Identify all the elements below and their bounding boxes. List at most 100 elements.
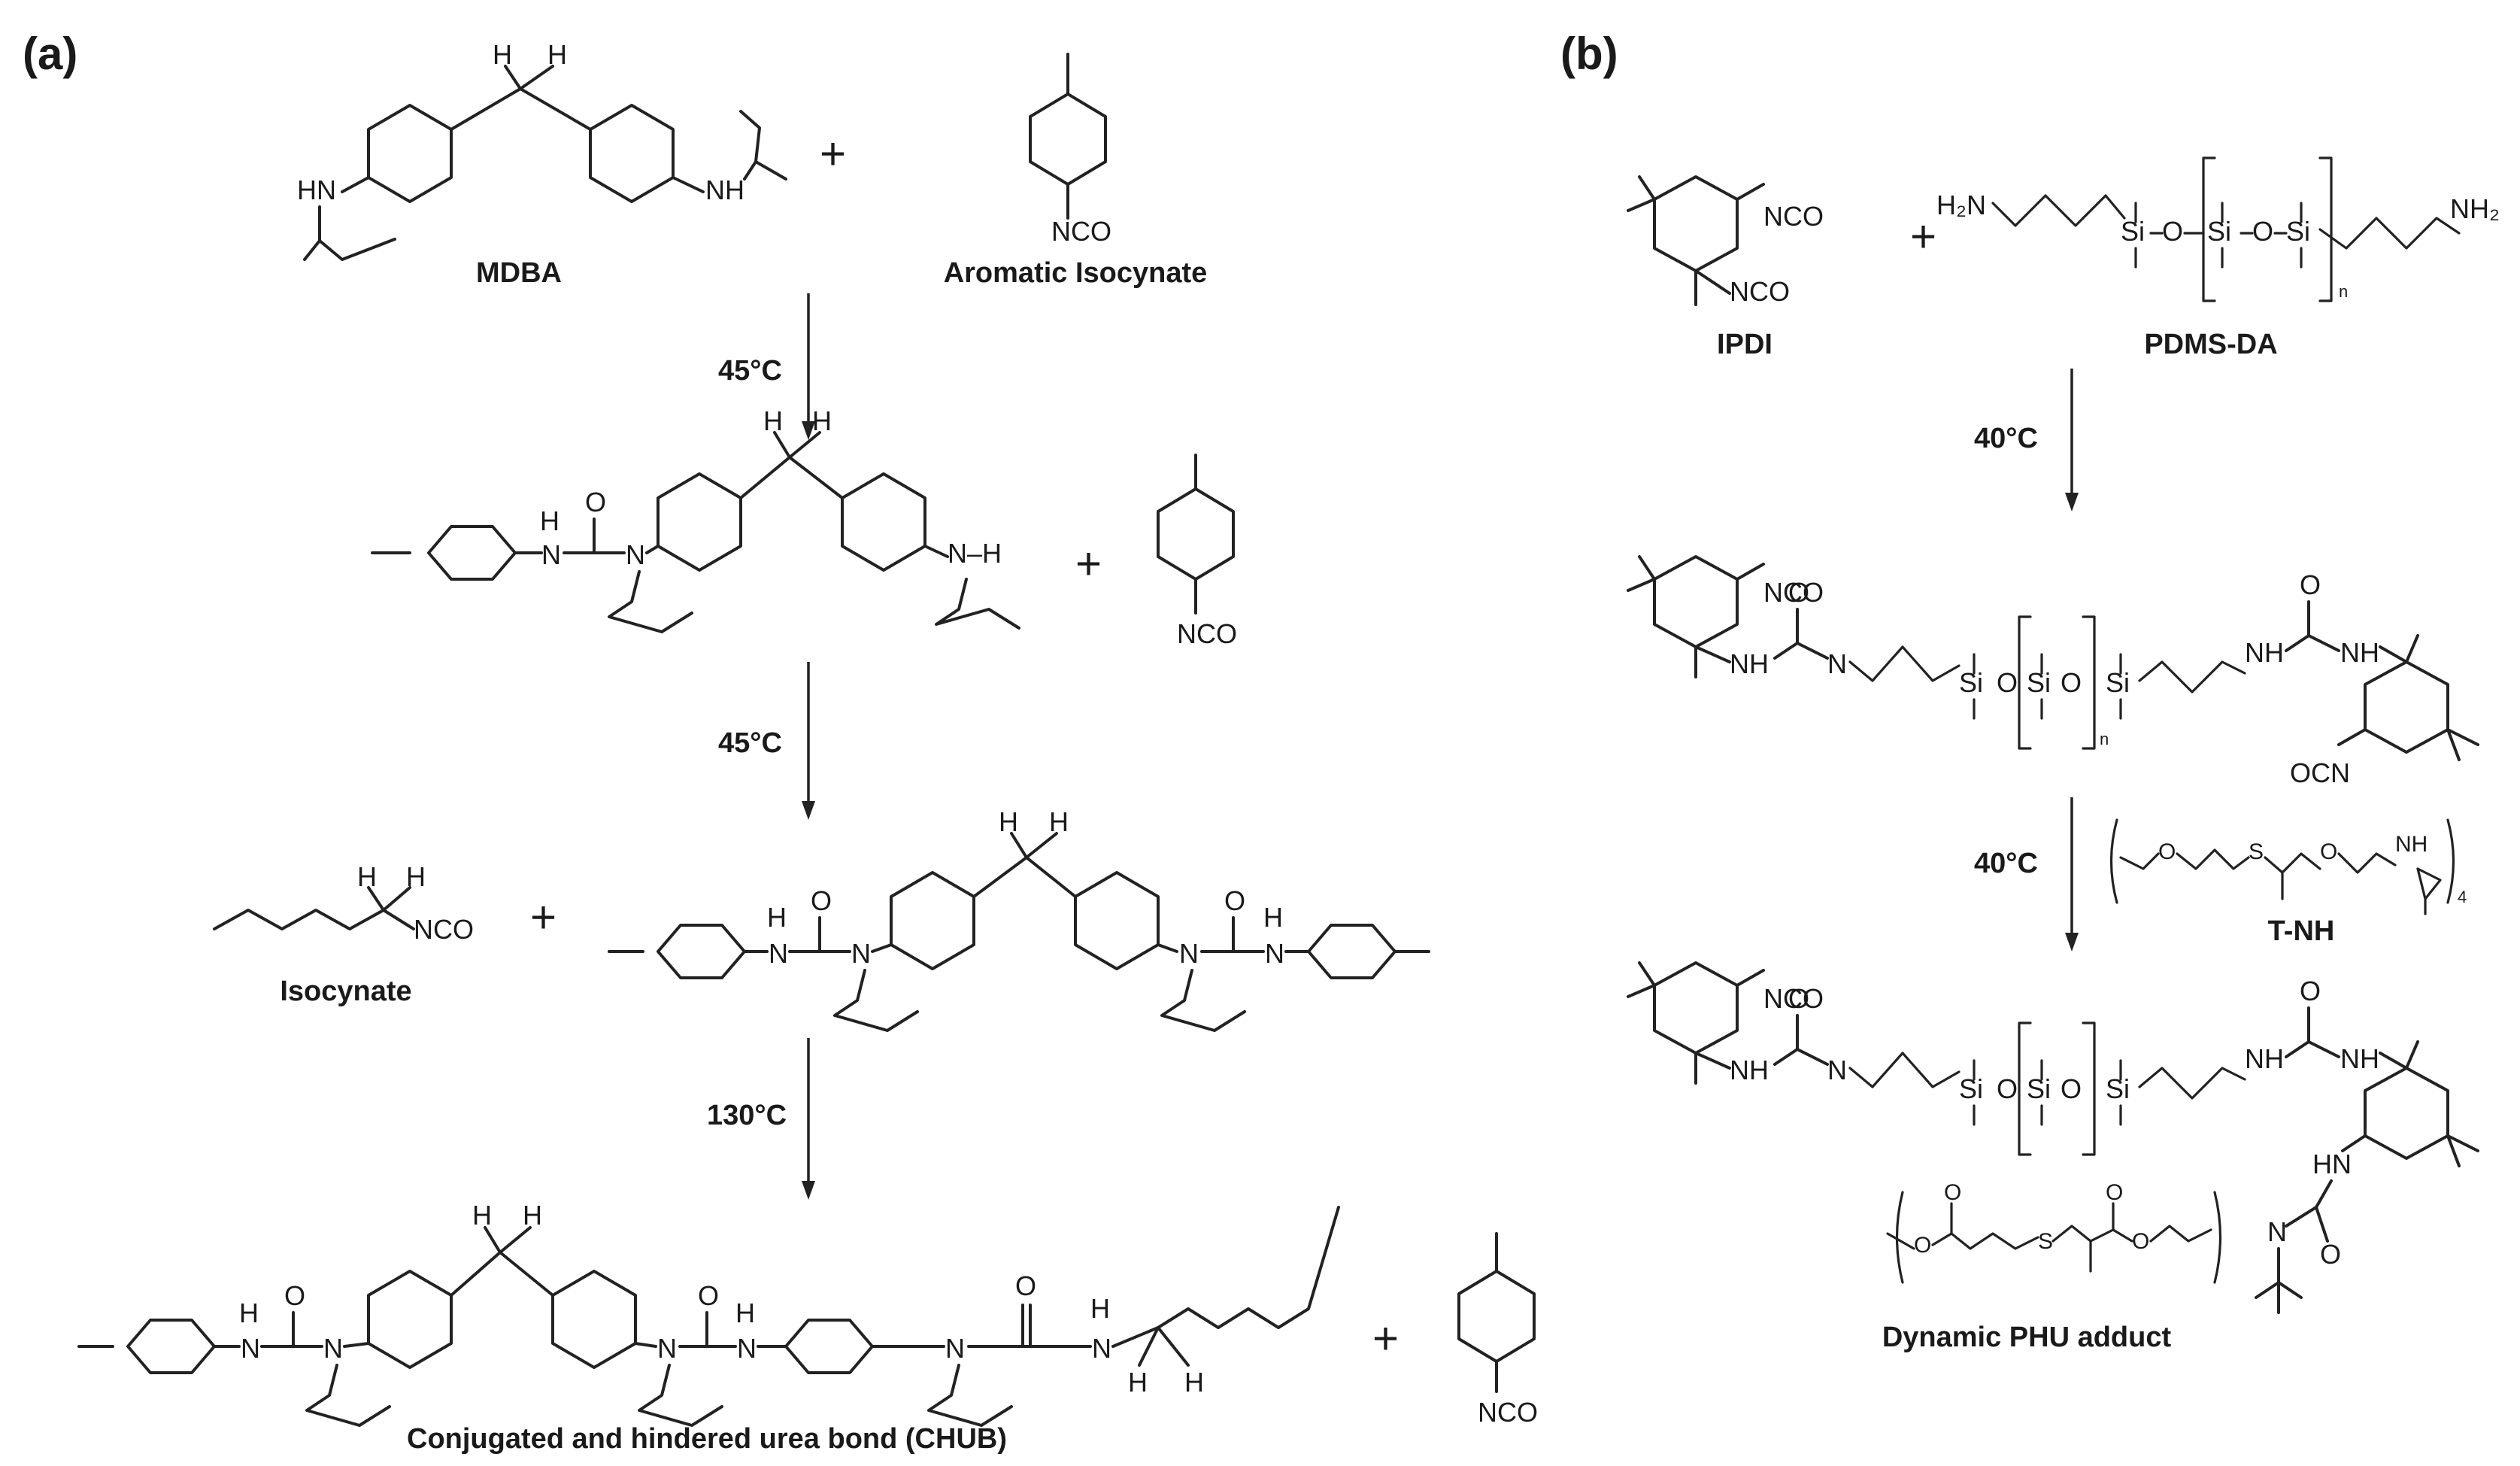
atom-n: N xyxy=(945,1333,965,1364)
atom-h: H xyxy=(540,505,559,536)
atom-n: N xyxy=(737,1333,757,1364)
panel-b: NCO NCO IPDI + H₂N Si O Si O Si xyxy=(1627,156,2500,1353)
label-ipdi: IPDI xyxy=(1717,329,1772,360)
atom-o: O xyxy=(1944,1180,1961,1205)
atom-h: H xyxy=(1184,1367,1204,1398)
atom-n: N xyxy=(1179,938,1199,969)
atom-o: O xyxy=(1788,577,1809,608)
atom-h: H xyxy=(999,806,1018,837)
atom-nh: NH xyxy=(2340,637,2379,668)
label-mdba: MDBA xyxy=(476,257,562,289)
atom-nco: NCO xyxy=(1478,1397,1538,1428)
atom-h: H xyxy=(472,1200,492,1231)
condition-b-step-2: 40°C xyxy=(1974,848,2038,879)
atom-nco: NCO xyxy=(1763,983,1824,1014)
atom-h: H xyxy=(547,39,567,70)
atom-hn: HN xyxy=(2312,1149,2352,1179)
atom-si: Si xyxy=(2027,1073,2051,1104)
atom-h: H xyxy=(523,1200,542,1231)
subscript-n: n xyxy=(2100,730,2109,748)
atom-si: Si xyxy=(2027,667,2051,698)
atom-n: N xyxy=(541,539,561,570)
atom-s: S xyxy=(2249,839,2264,864)
atom-nh: NH xyxy=(1730,648,1769,679)
arrow-head xyxy=(802,421,815,440)
ipdi-structure: NCO NCO xyxy=(1627,175,1824,307)
atom-nh2: NH₂ xyxy=(2450,193,2500,224)
panel-label-a: (a) xyxy=(23,29,77,79)
plus-sign: + xyxy=(1075,539,1102,589)
plus-sign: + xyxy=(530,892,556,942)
atom-n: N xyxy=(626,539,645,570)
atom-h: H xyxy=(493,39,512,70)
plus-sign: + xyxy=(1372,1313,1399,1364)
atom-o: O xyxy=(2252,216,2273,247)
atom-nco: NCO xyxy=(1051,216,1111,247)
atom-si: Si xyxy=(2207,216,2231,247)
label-isocyanate: Isocynate xyxy=(280,976,411,1007)
aromatic-isocyanate-structure: NCO xyxy=(1029,53,1111,247)
condition-step-3: 130°C xyxy=(707,1100,787,1131)
aromatic-isocyanate-structure: NCO xyxy=(1457,1232,1538,1428)
atom-o: O xyxy=(2158,839,2176,864)
atom-h: H xyxy=(1090,1293,1110,1324)
atom-nh: NH xyxy=(2395,832,2428,857)
atom-h: H xyxy=(735,1298,755,1328)
atom-o: O xyxy=(698,1280,719,1311)
atom-nco: NCO xyxy=(1763,577,1824,608)
atom-o: O xyxy=(1914,1233,1931,1258)
atom-si: Si xyxy=(1959,667,1983,698)
atom-h: H xyxy=(239,1298,259,1328)
atom-o: O xyxy=(811,885,832,916)
atom-si: Si xyxy=(2106,1073,2130,1104)
atom-n: N xyxy=(851,938,871,969)
atom-nh: NH xyxy=(2340,1043,2379,1074)
atom-si: Si xyxy=(2121,216,2145,247)
condition-b-step-1: 40°C xyxy=(1974,423,2038,454)
atom-h: H xyxy=(763,405,783,436)
atom-h: H xyxy=(1049,806,1069,837)
atom-n: N xyxy=(1092,1333,1111,1364)
atom-nh: NH xyxy=(2245,1043,2284,1074)
atom-nh: NH xyxy=(2245,637,2284,668)
atom-nh: NH xyxy=(705,175,744,205)
atom-o: O xyxy=(2300,569,2321,600)
atom-h: H xyxy=(357,861,377,892)
label-chub-product: Conjugated and hindered urea bond (CHUB) xyxy=(407,1423,1007,1455)
atom-h: H xyxy=(1128,1367,1148,1398)
atom-h: H xyxy=(812,405,832,436)
atom-o: O xyxy=(2300,976,2321,1006)
atom-h2n: H₂N xyxy=(1936,190,1986,220)
atom-o: O xyxy=(2320,839,2337,864)
atom-nco: NCO xyxy=(1763,201,1824,232)
atom-si: Si xyxy=(2106,667,2130,698)
pdms-ipdi-intermediate: NCO NH O N Si O Si O n Si NH xyxy=(1627,555,2479,788)
atom-nh: NH xyxy=(1730,1055,1769,1085)
atom-hn: HN xyxy=(297,175,336,205)
mono-urea-intermediate: N H O N H H N–H xyxy=(371,405,1020,633)
atom-ocn: OCN xyxy=(2290,757,2350,788)
pdms-da-structure: H₂N Si O Si O Si n NH₂ xyxy=(1936,156,2500,302)
atom-o: O xyxy=(1997,667,2018,698)
atom-o: O xyxy=(1997,1073,2018,1104)
atom-si: Si xyxy=(2286,216,2310,247)
bis-urea-intermediate: N H O N H H N O N H xyxy=(608,806,1430,1032)
atom-n: N xyxy=(1827,648,1847,679)
plus-sign: + xyxy=(1910,211,1936,262)
chub-product-structure: N H O N H H N O N H xyxy=(77,1200,1340,1427)
atom-s: S xyxy=(2038,1229,2053,1254)
atom-o: O xyxy=(2162,216,2183,247)
hexyl-isocyanate-structure: H H NCO xyxy=(213,861,474,945)
condition-step-1: 45°C xyxy=(718,355,782,387)
atom-h: H xyxy=(767,902,787,933)
atom-nco: NCO xyxy=(414,914,474,945)
atom-h: H xyxy=(406,861,426,892)
atom-n: N xyxy=(769,938,788,969)
arrow-head xyxy=(802,1181,815,1200)
atom-o: O xyxy=(1015,1270,1036,1301)
atom-o: O xyxy=(2061,667,2082,698)
atom-si: Si xyxy=(1959,1073,1983,1104)
label-dynamic-phu-adduct: Dynamic PHU adduct xyxy=(1882,1322,2172,1353)
atom-o: O xyxy=(1788,983,1809,1014)
